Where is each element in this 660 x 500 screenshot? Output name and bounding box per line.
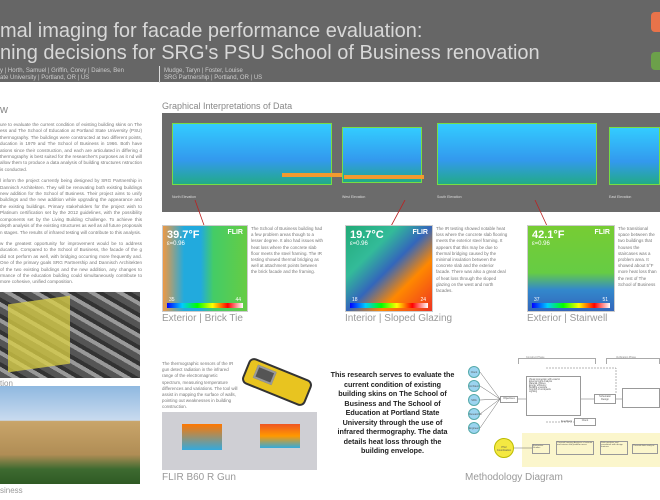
process-step: Thermal data analysis [632, 444, 658, 454]
flir-logo: FLIR [227, 229, 243, 236]
phase-bracket [518, 358, 596, 364]
scale-max: 44 [235, 297, 241, 303]
research-summary: This research serves to evaluate the cur… [330, 370, 455, 455]
poster-title-line-1: mal imaging for facade performance evalu… [0, 20, 423, 42]
business-building-photo [0, 386, 140, 484]
thermal-caption: Interior | Sloped Glazing [345, 313, 453, 324]
emissivity-readout: ε=0.96 [532, 241, 550, 247]
elevation-label: West Elevation [342, 195, 366, 199]
color-scale-bar [532, 303, 610, 308]
psu-node: PSU Coordination [494, 438, 514, 458]
objectives-list: Visual connection with exterior External… [526, 376, 581, 416]
overview-paragraph: l inform the project currently being des… [0, 178, 142, 235]
methodology-diagram: Construct Phase Verification Phase Clien… [466, 356, 660, 470]
process-step: Thermal Imaging Analysis of exterior and… [556, 441, 594, 455]
emissivity-readout: ε=0.96 [167, 241, 185, 247]
site-highlight [8, 295, 70, 373]
authors-right-1: Mudge, Taryn | Foster, Louise [164, 68, 243, 74]
elevations-panel: North Elevation West Elevation South Ele… [162, 113, 660, 212]
emissivity-readout: ε=0.96 [350, 241, 368, 247]
photo-caption: siness [0, 486, 23, 495]
flir-camera-image [240, 356, 314, 408]
overview-text: ure to evaluate the current condition of… [0, 122, 142, 286]
methodology-caption: Methodology Diagram [465, 472, 563, 483]
logo-green-mark [651, 52, 660, 70]
callout-lines [194, 200, 549, 229]
author-divider [159, 66, 160, 83]
authors-left-2: ate University | Portland, OR | US [0, 75, 90, 81]
overview-paragraph: ure to evaluate the current condition of… [0, 122, 142, 172]
scale-min: 37 [534, 297, 540, 303]
process-step: Data analysis and correlation with desig… [600, 441, 628, 455]
thermal-overlay [182, 424, 222, 450]
temperature-readout: 19.7°C [350, 229, 384, 241]
diagram-arrows [479, 367, 622, 449]
temperature-readout: 39.7°F [167, 229, 200, 241]
overview-heading: w [0, 104, 8, 116]
authors-left-1: y | Horth, Samuel | Griffin, Corey | Dai… [0, 68, 124, 74]
elevation-label: North Elevation [172, 195, 196, 199]
hot-band [344, 175, 424, 179]
client-box: Client [574, 418, 596, 426]
node-srg: SRG [468, 394, 480, 406]
scale-max: 24 [420, 297, 426, 303]
elevation-label: South Elevation [437, 195, 462, 199]
phase-label: Construct Phase [526, 356, 545, 359]
flir-description: The thermographic sensors of the IR gun … [162, 361, 238, 410]
poster-header: mal imaging for facade performance evalu… [0, 0, 660, 83]
poster-title-line-2: ning decisions for SRG's PSU School of B… [0, 42, 540, 64]
schematic-design-box: Schematic Design [594, 394, 616, 404]
authors-right-2: SRG Partnership | Portland, OR | US [164, 75, 263, 81]
camera-screen [252, 364, 277, 386]
color-scale-bar [350, 303, 428, 308]
scale-max: 51 [602, 297, 608, 303]
node-client: Client [468, 366, 480, 378]
thermal-description: The IR testing showed notable heat loss … [436, 226, 508, 294]
node-engineer: Engineer [468, 422, 480, 434]
south-elevation-thermal [437, 123, 597, 185]
thermal-image-sloped-glazing: 19.7°C ε=0.96 FLIR 18 24 [345, 225, 433, 312]
objectives-box: Objectives [500, 396, 518, 403]
feedback-label: Feedback [561, 420, 572, 423]
temperature-readout: 42.1°F [532, 229, 565, 241]
logo-orange-mark [651, 12, 660, 32]
east-elevation-thermal [609, 127, 660, 185]
graphics-heading: Graphical Interpretations of Data [162, 101, 293, 111]
overview-paragraph: w the greatest opportunity for improveme… [0, 240, 142, 285]
flir-logo: FLIR [412, 229, 428, 236]
interior-thermal-photos [162, 412, 317, 470]
thermal-overlay [260, 424, 300, 448]
node-researcher: Researcher [468, 408, 482, 420]
scale-min: 18 [352, 297, 358, 303]
node-architect: Architect [468, 380, 480, 392]
aerial-caption: tion [0, 379, 13, 388]
phase-label: Verification Phase [616, 356, 637, 359]
aerial-map-image [0, 292, 140, 378]
thermal-image-brick-tie: 39.7°F ε=0.96 FLIR 35 44 [162, 225, 248, 312]
hot-band [282, 173, 342, 177]
thermal-image-stairwell: 42.1°F ε=0.96 FLIR 37 51 [527, 225, 615, 312]
process-step: Evaluation Studies [532, 444, 550, 454]
elevation-label: East Elevation [609, 195, 632, 199]
scale-min: 35 [169, 297, 175, 303]
color-scale-bar [167, 303, 243, 308]
thermal-description: The transitional space between the two b… [618, 226, 657, 286]
flir-caption: FLIR B60 R Gun [162, 472, 236, 483]
flir-logo: FLIR [594, 229, 610, 236]
thermal-description: The School of Business building had a fe… [251, 226, 323, 275]
west-elevation-thermal [342, 127, 422, 183]
thermal-caption: Exterior | Brick Tie [162, 313, 243, 324]
thermal-caption: Exterior | Stairwell [527, 313, 608, 324]
